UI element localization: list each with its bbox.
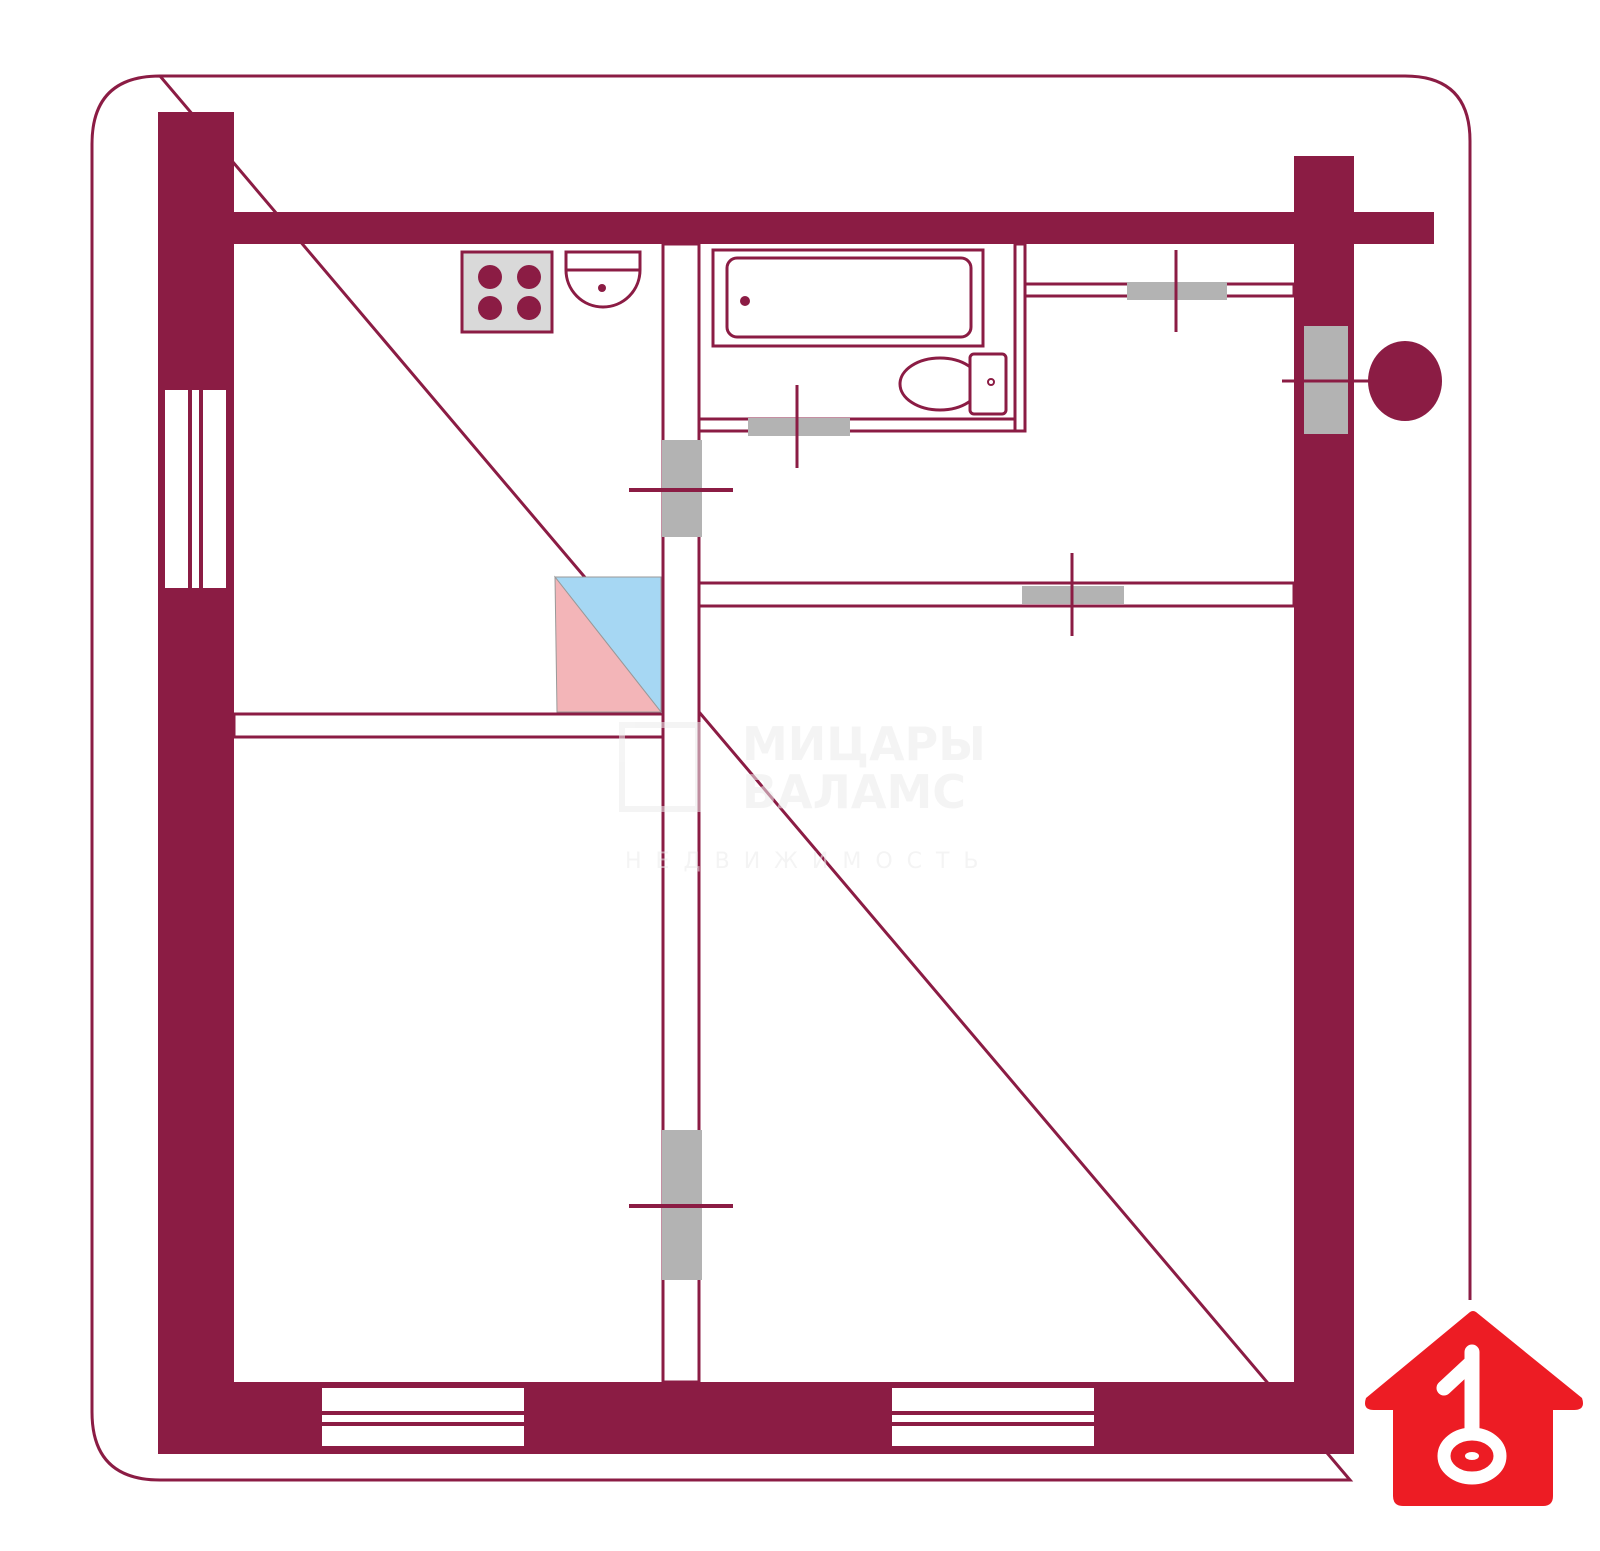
door-entrance <box>1282 326 1372 434</box>
wall-bath-bottom <box>697 417 1027 433</box>
window-bottom-left <box>322 1388 524 1446</box>
door-kitchen <box>629 440 733 537</box>
toilet-icon <box>898 352 1008 416</box>
watermark-line1: МИЦАРЫ <box>742 717 986 771</box>
door-bathroom <box>748 385 850 468</box>
window-bottom-right <box>892 1388 1094 1446</box>
outer-frame <box>90 74 1472 1482</box>
bathtub-icon <box>711 248 985 348</box>
utility-riser-icon <box>1368 341 1442 421</box>
door-room-right <box>1022 553 1124 636</box>
window-left <box>165 390 226 588</box>
home-key-logo-icon <box>1365 1311 1583 1506</box>
kitchen-niche <box>553 575 663 714</box>
watermark-line2: ВАЛАМС <box>742 765 966 819</box>
doors <box>629 250 1372 1280</box>
niche-pink <box>554 575 663 713</box>
wall-hall-room <box>697 581 1296 608</box>
sink-icon <box>564 250 642 309</box>
wall-left <box>158 112 234 1450</box>
wall-kitchen-room <box>232 712 665 739</box>
watermark: МИЦАРЫ ВАЛАМС НЕДВИЖИМОСТЬ <box>619 717 993 874</box>
door-room-left <box>629 1130 733 1280</box>
watermark-line3: НЕДВИЖИМОСТЬ <box>625 849 993 874</box>
wall-bath-right <box>1013 242 1027 433</box>
wall-top <box>234 212 1434 244</box>
stove-icon <box>460 250 554 334</box>
door-closet <box>1127 250 1227 332</box>
